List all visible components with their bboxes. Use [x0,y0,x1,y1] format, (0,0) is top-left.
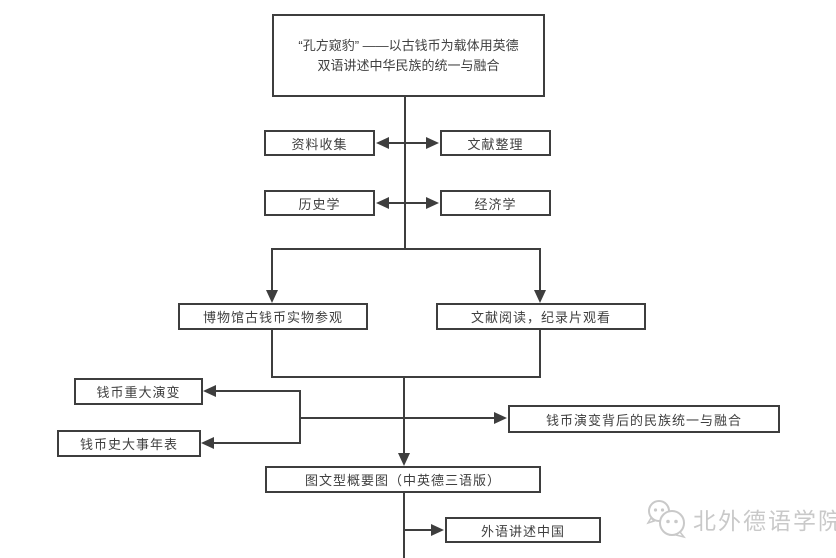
connector-bracket-bottom [214,442,301,444]
node-coin-evolution: 钱币重大演变 [74,378,203,405]
connector-trunk-middle [403,376,405,454]
connector-row2 [388,202,427,204]
arrowhead-left-coin-evolution [203,385,216,397]
node-museum-visit: 博物馆古钱币实物参观 [178,303,368,330]
connector-bracket [299,390,301,444]
watermark-label: 北外德语学院 [693,508,836,534]
arrowhead-right-economics [426,197,439,209]
arrowhead-left-coin-chronology [201,437,214,449]
node-literature-reading: 文献阅读，纪录片观看 [436,303,646,330]
project-title-line2: 双语讲述中华民族的统一与融合 [317,57,500,73]
node-history: 历史学 [264,190,375,216]
connector-branch-left [271,248,273,291]
connector-merge [271,376,541,378]
connector-cross [299,417,494,419]
connector-merge-right [539,330,541,378]
arrowhead-left-data-collection [376,137,389,149]
node-literature-organization: 文献整理 [440,130,551,156]
node-project-title: “孔方窥豹” ——以古钱币为载体用英德 双语讲述中华民族的统一与融合 [272,14,545,97]
node-foreign-language-china: 外语讲述中国 [445,517,601,543]
connector-split [271,248,541,250]
arrowhead-down-museum-visit [266,290,278,303]
node-national-unity: 钱币演变背后的民族统一与融合 [508,405,780,433]
connector-branch-right [539,248,541,291]
connector-trunk-bottom [403,492,405,558]
connector-merge-left [271,330,273,378]
connector-trunk-top [404,96,406,250]
node-infographic: 图文型概要图（中英德三语版） [265,466,541,493]
wechat-account-icon [646,500,686,539]
node-coin-chronology: 钱币史大事年表 [57,430,201,457]
connector-row1 [388,142,427,144]
watermark: 北外德语学院 [643,498,836,540]
project-title-line1: “孔方窥豹” ——以古钱币为载体用英德 [298,37,519,53]
arrowhead-right-foreign-language [431,524,444,536]
arrowhead-down-literature-reading [534,290,546,303]
arrowhead-left-history [376,197,389,209]
connector-bottom-branch [403,529,432,531]
node-economics: 经济学 [440,190,551,216]
arrowhead-down-infographic [398,453,410,466]
arrowhead-right-literature-organization [426,137,439,149]
connector-bracket-top [216,390,301,392]
node-data-collection: 资料收集 [264,130,375,156]
arrowhead-right-national-unity [494,412,507,424]
